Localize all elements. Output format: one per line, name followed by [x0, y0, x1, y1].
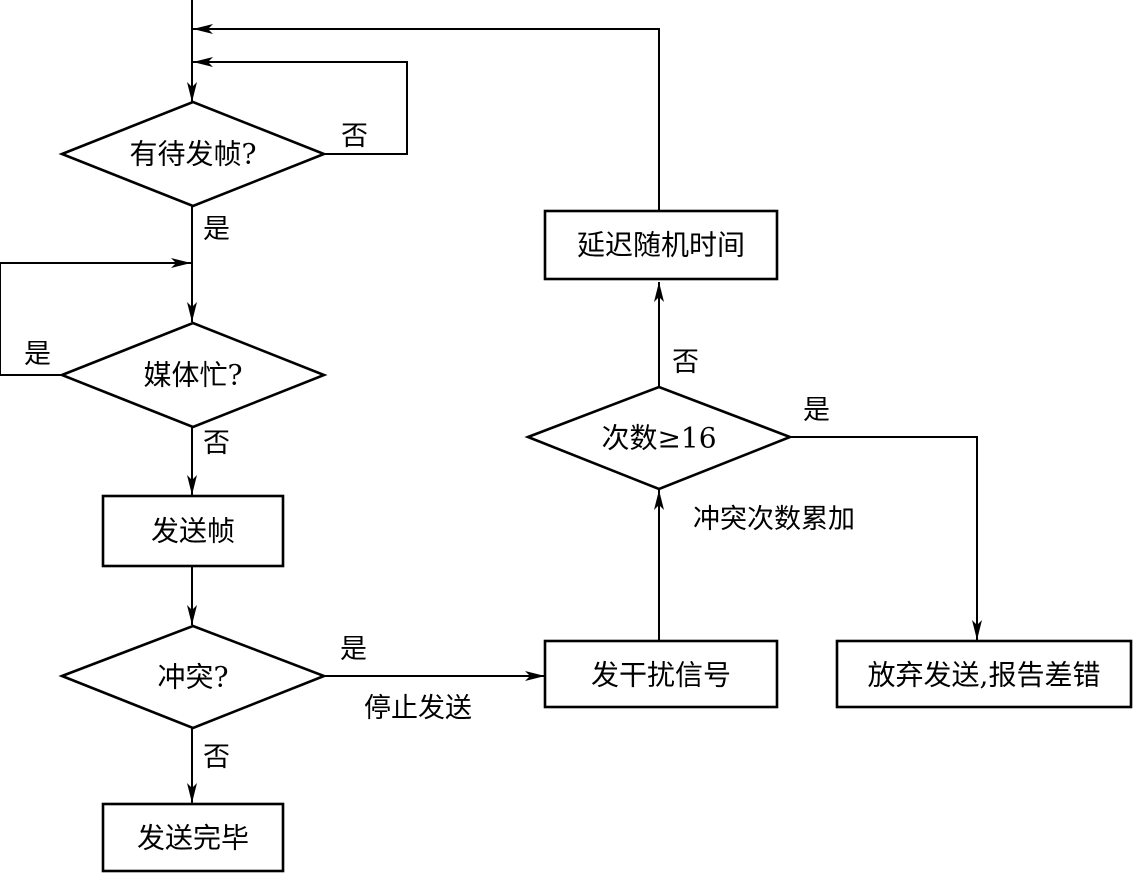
process-send-frame-label: 发送帧 — [151, 515, 235, 548]
process-give-up-label: 放弃发送,报告差错 — [868, 659, 1101, 692]
media-busy-no-label: 否 — [203, 428, 230, 459]
stop-sending-label: 停止发送 — [364, 693, 472, 724]
decision-media-busy-label: 媒体忙? — [143, 359, 242, 392]
connectors — [0, 0, 982, 803]
decision-has-frame: 有待发帧? — [58, 100, 328, 208]
has-frame-yes-label: 是 — [203, 214, 230, 245]
media-busy-yes-loop — [0, 258, 191, 376]
decision-has-frame-label: 有待发帧? — [129, 138, 256, 171]
process-random-delay: 延迟随机时间 — [543, 209, 779, 281]
process-send-jam: 发干扰信号 — [543, 639, 779, 709]
count-no-label: 否 — [672, 347, 699, 378]
decision-collision: 冲突? — [58, 624, 328, 730]
has-frame-no-label: 否 — [341, 121, 368, 152]
edge-labels: 否 是 是 否 是 停止发送 否 否 是 冲突次数累加 — [24, 121, 855, 773]
decision-count-check-label: 次数≥16 — [601, 422, 716, 455]
decision-collision-label: 冲突? — [157, 661, 228, 694]
has-frame-no-loop — [193, 57, 408, 155]
count-yes-label: 是 — [803, 395, 830, 426]
decision-count-check: 次数≥16 — [524, 385, 794, 491]
process-send-jam-label: 发干扰信号 — [591, 659, 731, 692]
delay-return-line — [193, 24, 660, 210]
collision-no-label: 否 — [203, 742, 230, 773]
process-send-done: 发送完毕 — [101, 802, 285, 873]
decision-media-busy: 媒体忙? — [58, 321, 328, 429]
process-send-done-label: 发送完毕 — [137, 822, 249, 855]
count-yes-arrow — [790, 436, 982, 640]
process-random-delay-label: 延迟随机时间 — [577, 229, 745, 262]
collision-count-add-label: 冲突次数累加 — [693, 504, 855, 535]
process-give-up: 放弃发送,报告差错 — [835, 639, 1133, 709]
process-send-frame: 发送帧 — [101, 494, 285, 568]
media-busy-yes-label: 是 — [24, 339, 51, 370]
collision-yes-label: 是 — [340, 634, 367, 665]
